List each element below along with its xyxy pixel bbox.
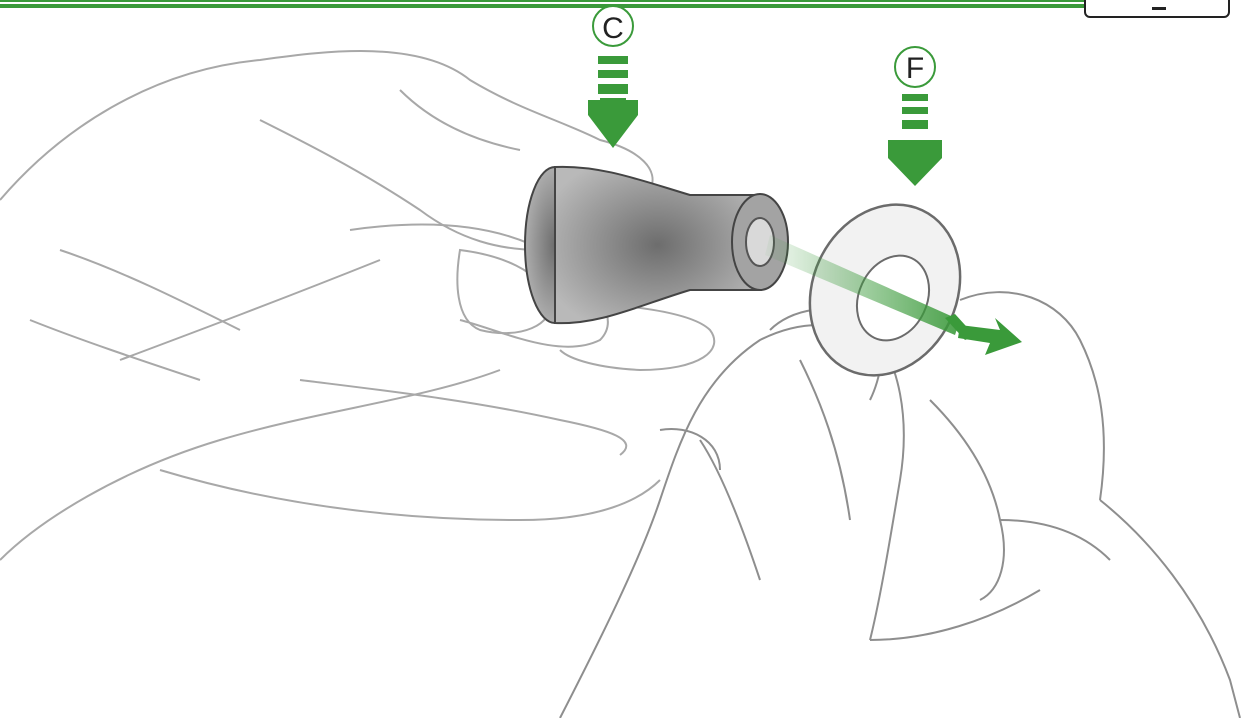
nozzle-cap (525, 167, 788, 323)
callout-c-label: C (602, 12, 624, 45)
callout-f: F (895, 47, 935, 87)
callout-f-label: F (906, 52, 924, 85)
arrow-c (588, 56, 638, 148)
arrow-f (888, 94, 942, 186)
callout-c: C (593, 6, 633, 46)
